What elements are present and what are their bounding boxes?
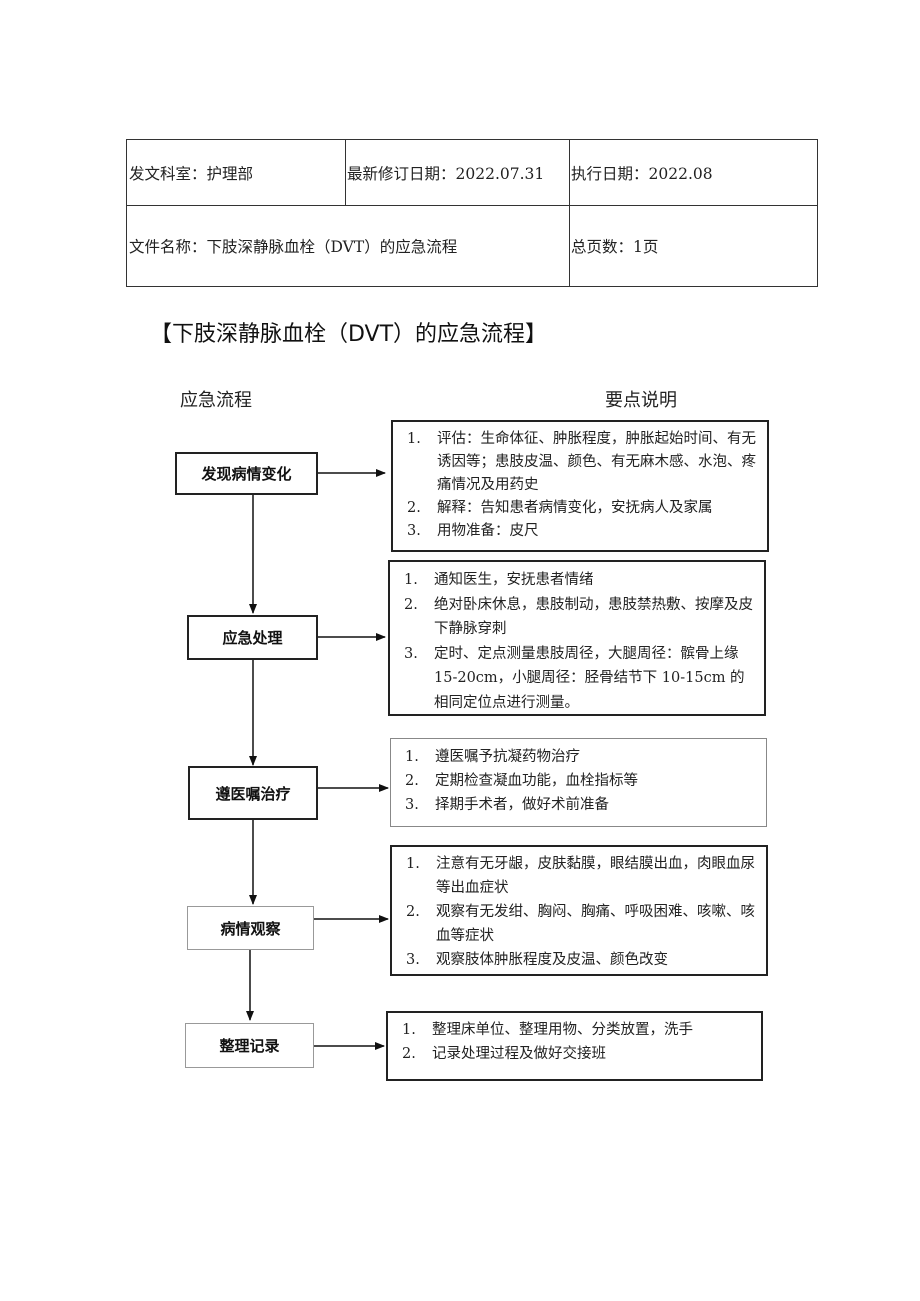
step-1-notes: 1.评估：生命体征、肿胀程度，肿胀起始时间、有无诱因等；患肢皮温、颜色、有无麻木…	[391, 420, 769, 552]
note-item: 3.定时、定点测量患肢周径，大腿周径：髌骨上缘 15-20cm，小腿周径：胫骨结…	[404, 645, 745, 711]
column-divider	[345, 140, 346, 206]
note-item: 1.注意有无牙龈，皮肤黏膜，眼结膜出血，肉眼血尿等出血症状	[406, 856, 755, 896]
effective-date-cell: 执行日期：2022.08	[571, 165, 713, 183]
note-item: 2.定期检查凝血功能，血栓指标等	[405, 773, 638, 789]
step-discover-change: 发现病情变化	[175, 452, 318, 495]
total-pages-cell: 总页数：1页	[571, 238, 659, 256]
flow-column-heading: 应急流程	[180, 390, 252, 411]
note-item: 2.绝对卧床休息，患肢制动，患肢禁热敷、按摩及皮下静脉穿刺	[404, 596, 753, 638]
note-item: 1.整理床单位、整理用物、分类放置，洗手	[402, 1022, 693, 1038]
note-item: 3.择期手术者，做好术前准备	[405, 797, 609, 813]
step-4-notes: 1.注意有无牙龈，皮肤黏膜，眼结膜出血，肉眼血尿等出血症状 2.观察有无发绀、胸…	[390, 845, 768, 976]
note-item: 2.记录处理过程及做好交接班	[402, 1046, 606, 1062]
step-organize-records: 整理记录	[185, 1023, 314, 1068]
note-item: 1.通知医生，安抚患者情绪	[404, 572, 594, 588]
document-name-cell: 文件名称：下肢深静脉血栓（DVT）的应急流程	[129, 238, 458, 256]
note-item: 3.用物准备：皮尺	[407, 523, 539, 539]
header-table: 发文科室：护理部 最新修订日期：2022.07.31 执行日期：2022.08 …	[126, 139, 818, 287]
revision-date-cell: 最新修订日期：2022.07.31	[347, 165, 545, 183]
note-item: 1.遵医嘱予抗凝药物治疗	[405, 749, 580, 765]
page-title: 【下肢深静脉血栓（DVT）的应急流程】	[150, 322, 548, 347]
note-item: 2.观察有无发绀、胸闷、胸痛、呼吸困难、咳嗽、咳血等症状	[406, 904, 755, 944]
notes-column-heading: 要点说明	[605, 390, 677, 411]
step-2-notes: 1.通知医生，安抚患者情绪 2.绝对卧床休息，患肢制动，患肢禁热敷、按摩及皮下静…	[388, 560, 766, 716]
step-follow-doctor-orders: 遵医嘱治疗	[188, 766, 318, 820]
step-3-notes: 1.遵医嘱予抗凝药物治疗 2.定期检查凝血功能，血栓指标等 3.择期手术者，做好…	[390, 738, 767, 827]
row-divider	[127, 205, 817, 206]
note-item: 1.评估：生命体征、肿胀程度，肿胀起始时间、有无诱因等；患肢皮温、颜色、有无麻木…	[407, 431, 756, 493]
note-item: 3.观察肢体肿胀程度及皮温、颜色改变	[406, 952, 668, 968]
department-cell: 发文科室：护理部	[129, 165, 254, 183]
column-divider	[569, 140, 570, 286]
step-emergency-treatment: 应急处理	[187, 615, 318, 660]
step-5-notes: 1.整理床单位、整理用物、分类放置，洗手 2.记录处理过程及做好交接班	[386, 1011, 763, 1081]
note-item: 2.解释：告知患者病情变化，安抚病人及家属	[407, 500, 713, 516]
step-condition-observation: 病情观察	[187, 906, 314, 950]
